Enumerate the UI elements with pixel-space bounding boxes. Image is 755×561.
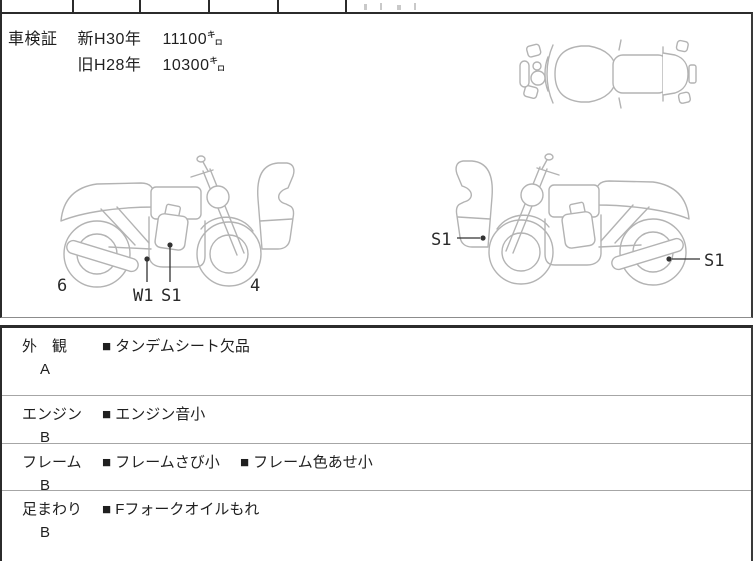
condition-category-cell: エンジン B <box>2 396 102 446</box>
condition-item: ■ フレーム色あせ小 <box>239 454 373 471</box>
shaken-title: 車検証 <box>8 31 58 48</box>
clipped-table-row <box>0 0 755 12</box>
diagram-panel <box>0 12 753 318</box>
clipped-text-remnant <box>364 4 367 10</box>
era-label: 新H30年 <box>77 31 142 48</box>
era-label: 旧H28年 <box>77 57 142 74</box>
condition-category-cell: 足まわり B <box>2 491 102 561</box>
table-column-divider <box>345 0 347 12</box>
condition-item: ■ Fフォークオイルもれ <box>102 501 260 518</box>
condition-row-undercarriage: 足まわり B ■ Fフォークオイルもれ <box>2 491 751 561</box>
clipped-text-remnant <box>380 3 382 10</box>
condition-grade: B <box>40 524 51 541</box>
condition-items-cell: ■ フレームさび小 ■ フレーム色あせ小 <box>102 444 751 490</box>
condition-table: 外 観 A ■ タンデムシート欠品 エンジン B ■ エンジン音小 フレーム B… <box>0 325 753 561</box>
condition-category-cell: 外 観 A <box>2 328 102 395</box>
condition-item: ■ フレームさび小 <box>102 454 220 471</box>
condition-row-frame: フレーム B ■ フレームさび小 ■ フレーム色あせ小 <box>2 444 751 494</box>
condition-items-cell: ■ タンデムシート欠品 <box>102 328 751 395</box>
condition-category: 足まわり <box>22 501 83 518</box>
odometer-reading-old: 旧H28年 10300㌔ <box>78 53 226 79</box>
condition-items-cell: ■ エンジン音小 <box>102 396 751 443</box>
condition-category: 外 観 <box>22 338 68 355</box>
condition-category: エンジン <box>22 406 83 423</box>
odometer-value: 11100㌔ <box>162 31 224 48</box>
condition-items-cell: ■ Fフォークオイルもれ <box>102 491 751 561</box>
condition-grade: B <box>40 429 51 446</box>
condition-row-exterior: 外 観 A ■ タンデムシート欠品 <box>2 328 751 396</box>
odometer-value: 10300㌔ <box>162 57 226 74</box>
condition-grade: A <box>40 361 51 378</box>
condition-grade: B <box>40 477 51 494</box>
condition-category: フレーム <box>22 454 82 471</box>
table-column-divider <box>208 0 210 12</box>
odometer-reading-new: 新H30年 11100㌔ <box>78 27 226 53</box>
condition-item: ■ エンジン音小 <box>102 406 206 423</box>
shaken-odometer-block: 車検証 新H30年 11100㌔ 旧H28年 10300㌔ <box>8 27 226 79</box>
condition-category-cell: フレーム B <box>2 444 102 494</box>
clipped-text-remnant <box>397 5 401 10</box>
odometer-readings: 新H30年 11100㌔ 旧H28年 10300㌔ <box>78 27 226 79</box>
table-column-divider <box>139 0 141 12</box>
condition-row-engine: エンジン B ■ エンジン音小 <box>2 396 751 446</box>
clipped-text-remnant <box>414 3 416 10</box>
condition-item: ■ タンデムシート欠品 <box>102 338 250 355</box>
table-column-divider <box>72 0 74 12</box>
table-column-divider <box>277 0 279 12</box>
